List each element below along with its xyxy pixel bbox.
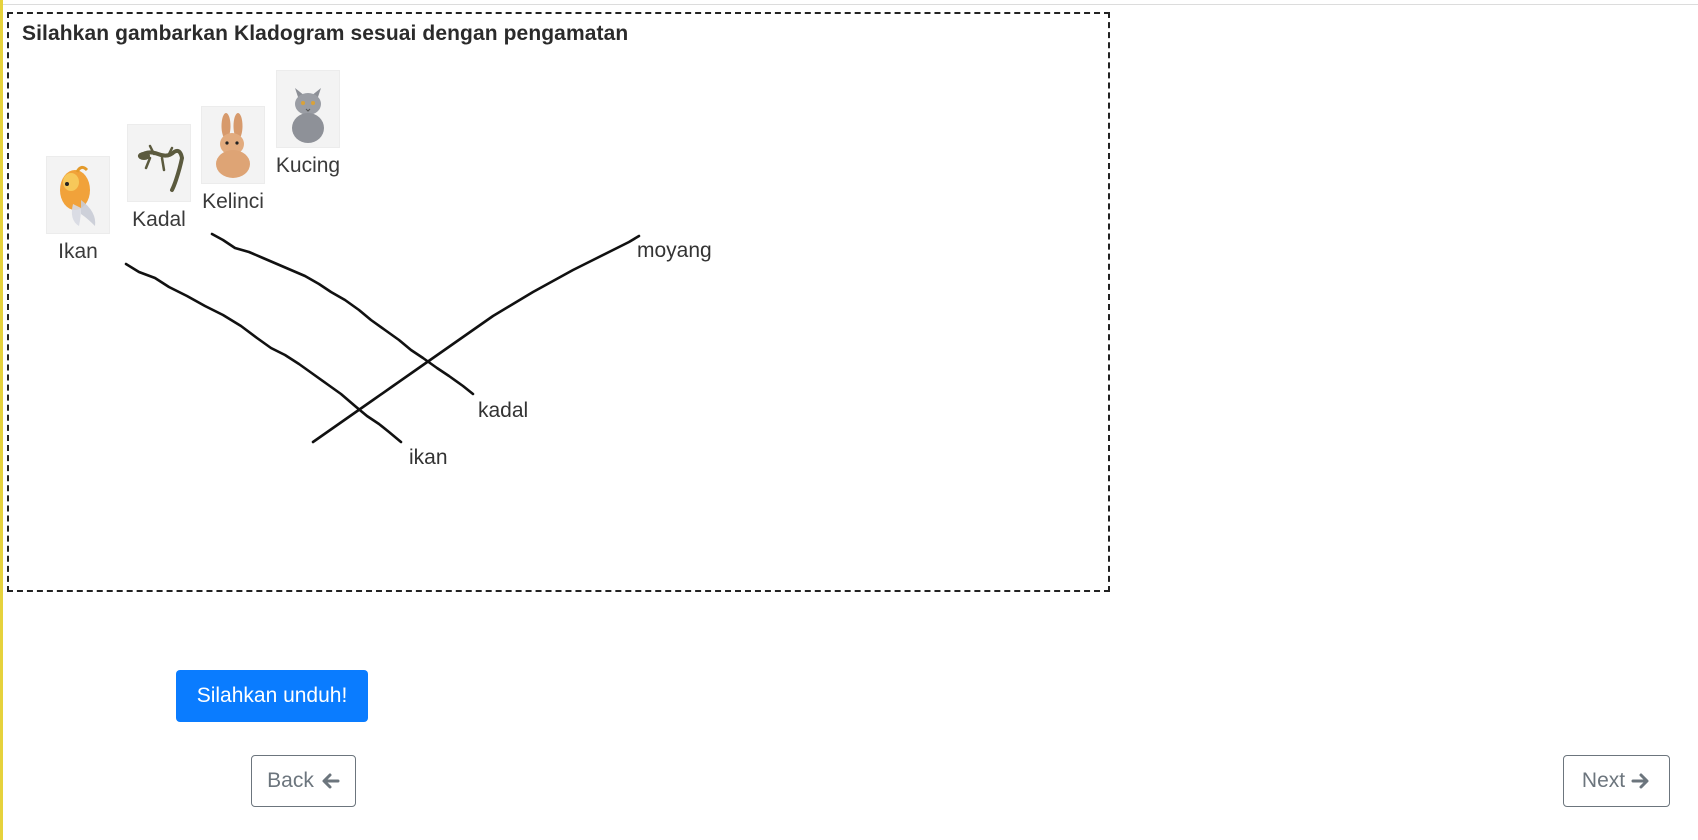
animal-card-kelinci[interactable]: Kelinci xyxy=(199,106,267,214)
drawn-label-kadal: kadal xyxy=(478,399,528,422)
arrow-right-icon xyxy=(1631,773,1649,789)
cladogram-drawing-panel[interactable]: Silahkan gambarkan Kladogram sesuai deng… xyxy=(7,12,1110,592)
rabbit-icon xyxy=(201,106,265,184)
download-button[interactable]: Silahkan unduh! xyxy=(176,670,368,722)
fish-icon xyxy=(46,156,110,234)
animal-card-kadal[interactable]: Kadal xyxy=(125,124,193,232)
animal-label: Ikan xyxy=(58,240,98,263)
left-accent-rule xyxy=(0,0,3,840)
drawn-label-ikan: ikan xyxy=(409,446,448,469)
arrow-left-icon xyxy=(322,773,340,789)
cat-icon xyxy=(276,70,340,148)
stroke-moyang-branch xyxy=(311,234,641,444)
next-button-label: Next xyxy=(1581,769,1626,792)
stroke-kadal-branch xyxy=(210,232,475,396)
animal-label: Kelinci xyxy=(202,190,264,213)
animal-label: Kadal xyxy=(132,208,186,231)
stroke-ikan-branch xyxy=(124,262,403,444)
animal-label: Kucing xyxy=(275,154,341,177)
panel-title: Silahkan gambarkan Kladogram sesuai deng… xyxy=(22,22,629,45)
lizard-icon xyxy=(127,124,191,202)
next-button[interactable]: Next xyxy=(1563,755,1670,807)
back-button-label: Back xyxy=(267,769,314,792)
back-button[interactable]: Back xyxy=(251,755,356,807)
drawn-label-moyang: moyang xyxy=(637,239,712,262)
cladogram-sketch: moyang kadal ikan xyxy=(124,232,712,469)
animal-card-kucing[interactable]: Kucing xyxy=(274,70,342,178)
top-divider xyxy=(3,4,1698,5)
animal-card-ikan[interactable]: Ikan xyxy=(44,156,112,264)
